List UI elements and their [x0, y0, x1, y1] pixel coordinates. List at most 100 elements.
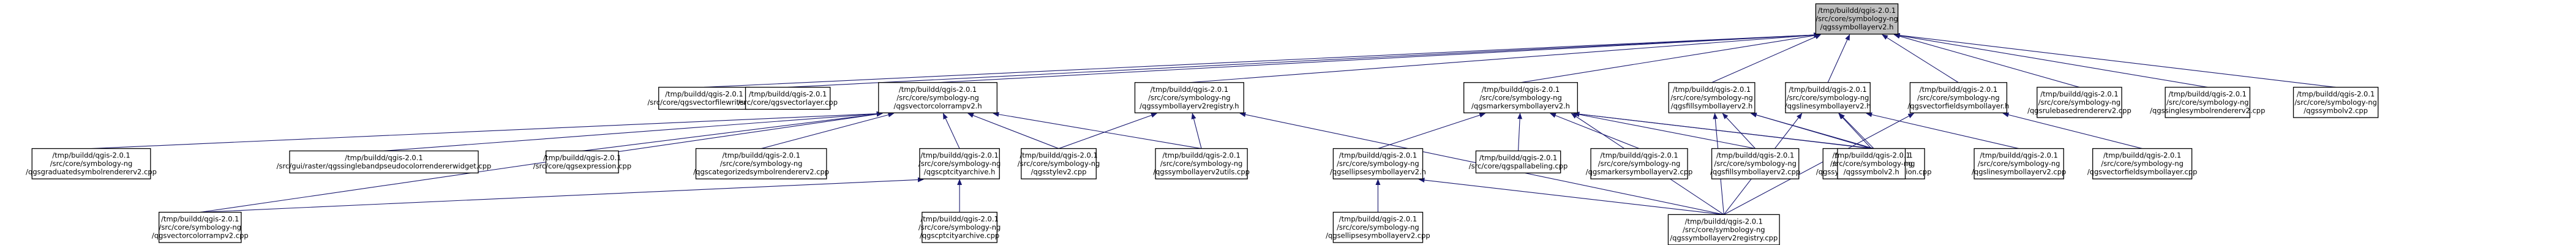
node-box [1155, 148, 1248, 179]
node-label-line: /qgsvectorcolorrampv2.h [893, 102, 982, 110]
node-label-line: /qgsstylev2.cpp [1031, 168, 1087, 176]
node-fslcpp[interactable]: /tmp/buildd/qgis-2.0.1/src/core/symbolog… [1710, 148, 1800, 179]
edge-vfslcpp-to-vfsl [2002, 112, 2142, 149]
node-box [695, 148, 827, 179]
node-label-line: /src/core/qgsvectorlayer.cpp [738, 98, 838, 107]
edge-cpth-to-vcr [942, 113, 960, 149]
edge [1191, 113, 1202, 149]
edge-sv2cpp-to-root [1893, 32, 2336, 88]
edge-vl-to-root [787, 32, 1820, 88]
node-label-line: /qgsvectorfieldsymbollayer.h [1907, 102, 2009, 110]
edge [1549, 113, 1640, 149]
edge [1750, 112, 1872, 149]
node-gsr[interactable]: /tmp/buildd/qgis-2.0.1/src/core/symbolog… [26, 148, 157, 179]
node-label-line: /src/core/symbology-ng [1830, 159, 1913, 168]
node-slreg[interactable]: /tmp/buildd/qgis-2.0.1/src/core/symbolog… [1134, 82, 1244, 113]
node-vfsl[interactable]: /tmp/buildd/qgis-2.0.1/src/core/symbolog… [1907, 82, 2009, 113]
node-box [2165, 86, 2251, 118]
node-box [1909, 82, 2008, 113]
node-label-line: /src/core/symbology-ng [2101, 159, 2184, 168]
edge [704, 32, 1820, 88]
edge [1893, 33, 2208, 88]
node-label-line: /tmp/buildd/qgis-2.0.1 [722, 151, 800, 160]
edge-vfsl-to-root [1882, 34, 1959, 83]
node-vl[interactable]: /tmp/buildd/qgis-2.0.1/src/core/qgsvecto… [738, 86, 838, 110]
node-label-line: /tmp/buildd/qgis-2.0.1 [543, 153, 621, 162]
node-label-line: /qgssymbollayerv2.h [1820, 23, 1894, 31]
edge [761, 112, 895, 149]
node-ellcpp[interactable]: /tmp/buildd/qgis-2.0.1/src/core/symbolog… [1326, 211, 1430, 243]
node-root[interactable]: /tmp/buildd/qgis-2.0.1/src/core/symbolog… [1815, 3, 1899, 35]
node-label-line: /src/core/symbology-ng [1787, 93, 1869, 102]
node-cpth[interactable]: /tmp/buildd/qgis-2.0.1/src/core/symbolog… [918, 148, 1001, 179]
node-sv2cpp[interactable]: /tmp/buildd/qgis-2.0.1/src/core/symbolog… [2292, 86, 2379, 118]
edge-regcpp-to-ellh [1418, 178, 1724, 215]
edge-vfw-to-root [704, 32, 1820, 88]
edge [1711, 34, 1822, 83]
node-box [2092, 148, 2193, 179]
edge-stylecpp-to-vcr [967, 113, 1059, 149]
node-vcrcpp[interactable]: /tmp/buildd/qgis-2.0.1/src/core/symbolog… [152, 211, 249, 243]
edge-vcrcpp-to-cpth [200, 177, 924, 213]
node-label-line: /tmp/buildd/qgis-2.0.1 [1339, 215, 1417, 224]
node-lslcpp[interactable]: /tmp/buildd/qgis-2.0.1/src/core/symbolog… [1972, 148, 2066, 179]
node-regcpp[interactable]: /tmp/buildd/qgis-2.0.1/src/core/symbolog… [1667, 214, 1780, 245]
node-vfw[interactable]: /tmp/buildd/qgis-2.0.1/src/core/qgsvecto… [647, 86, 761, 110]
edge [1838, 113, 1872, 149]
node-vfslcpp[interactable]: /tmp/buildd/qgis-2.0.1/src/core/symbolog… [2087, 148, 2198, 179]
node-box [1668, 82, 1756, 113]
node-fsl[interactable]: /tmp/buildd/qgis-2.0.1/src/core/symbolog… [1668, 82, 1756, 113]
node-label-line: /qgsellipsesymbollayerv2.cpp [1326, 232, 1430, 240]
node-mslcpp[interactable]: /tmp/buildd/qgis-2.0.1/src/core/symbolog… [1586, 148, 1693, 179]
node-label-line: /tmp/buildd/qgis-2.0.1 [1482, 85, 1560, 94]
node-ssr[interactable]: /tmp/buildd/qgis-2.0.1/src/core/symbolog… [2150, 86, 2265, 118]
node-box [1973, 148, 2064, 179]
node-pal[interactable]: /tmp/buildd/qgis-2.0.1/src/core/qgspalla… [1469, 150, 1568, 174]
node-sbp[interactable]: /tmp/buildd/qgis-2.0.1/src/gui/raster/qg… [277, 150, 492, 174]
node-label-line: /tmp/buildd/qgis-2.0.1 [1818, 6, 1896, 15]
node-label-line: /src/core/symbology-ng [1337, 159, 1419, 168]
node-label-line: /src/core/symbology-ng [1670, 93, 1753, 102]
node-label-line: /src/core/qgsvectorfilewriter.cpp [647, 98, 760, 107]
node-ellh[interactable]: /tmp/buildd/qgis-2.0.1/src/core/symbolog… [1330, 148, 1426, 179]
edge-sv2h-to-lsl [1838, 113, 1872, 149]
node-label-line: /tmp/buildd/qgis-2.0.1 [749, 89, 827, 98]
node-box [1590, 148, 1688, 179]
node-box [1021, 148, 1097, 179]
node-label-line: /qgscptcityarchive.cpp [920, 232, 999, 240]
edge [937, 32, 1820, 83]
node-lsl[interactable]: /tmp/buildd/qgis-2.0.1/src/core/symbolog… [1785, 82, 1871, 113]
node-label-line: /src/core/symbology-ng [1479, 93, 1562, 102]
node-label-line: /qgsfillsymbollayerv2.cpp [1710, 168, 1800, 176]
edge-sv2h-to-fsl [1750, 112, 1872, 149]
edge [1378, 113, 1486, 149]
node-box [1332, 211, 1424, 243]
node-label-line: /tmp/buildd/qgis-2.0.1 [2169, 89, 2247, 98]
edge [1866, 112, 2019, 149]
edge-mslcpp-to-msl [1549, 113, 1640, 149]
node-cptcpp[interactable]: /tmp/buildd/qgis-2.0.1/src/core/symbolog… [918, 211, 1001, 243]
node-label-line: /src/core/symbology-ng [2166, 98, 2249, 107]
node-label-line: /src/gui/raster/qgssinglebandpseudocolor… [277, 162, 492, 170]
edge-sv2h-to-msl [1573, 111, 1872, 149]
edge-slreg-to-root [1189, 32, 1820, 83]
node-label-line: /src/core/symbology-ng [2038, 98, 2121, 107]
node-rbr[interactable]: /tmp/buildd/qgis-2.0.1/src/core/symbolog… [2027, 86, 2131, 118]
node-label-line: /tmp/buildd/qgis-2.0.1 [2103, 151, 2181, 160]
node-csr[interactable]: /tmp/buildd/qgis-2.0.1/src/core/symbolog… [693, 148, 829, 179]
node-label-line: /qgsgraduatedsymbolrendererv2.cpp [26, 168, 157, 176]
node-utils[interactable]: /tmp/buildd/qgis-2.0.1/src/core/symbolog… [1153, 148, 1250, 179]
node-sv2h[interactable]: /tmp/buildd/qgis-2.0.1/src/core/symbolog… [1830, 148, 1913, 179]
node-label-line: /tmp/buildd/qgis-2.0.1 [1920, 85, 1997, 94]
node-stylecpp[interactable]: /tmp/buildd/qgis-2.0.1/src/core/symbolog… [1018, 148, 1100, 179]
node-vcr[interactable]: /tmp/buildd/qgis-2.0.1/src/core/symbolog… [878, 82, 997, 113]
edge [1893, 32, 2336, 88]
node-label-line: /tmp/buildd/qgis-2.0.1 [899, 85, 977, 94]
node-expr[interactable]: /tmp/buildd/qgis-2.0.1/src/core/qgsexpre… [533, 150, 632, 174]
node-label-line: /qgsmarkersymbollayerv2.cpp [1586, 168, 1693, 176]
node-label-line: /tmp/buildd/qgis-2.0.1 [161, 215, 239, 224]
node-msl[interactable]: /tmp/buildd/qgis-2.0.1/src/core/symbolog… [1463, 82, 1578, 113]
edge-gsr-to-vcr [91, 111, 883, 149]
node-label-line: /src/core/symbology-ng [896, 93, 979, 102]
